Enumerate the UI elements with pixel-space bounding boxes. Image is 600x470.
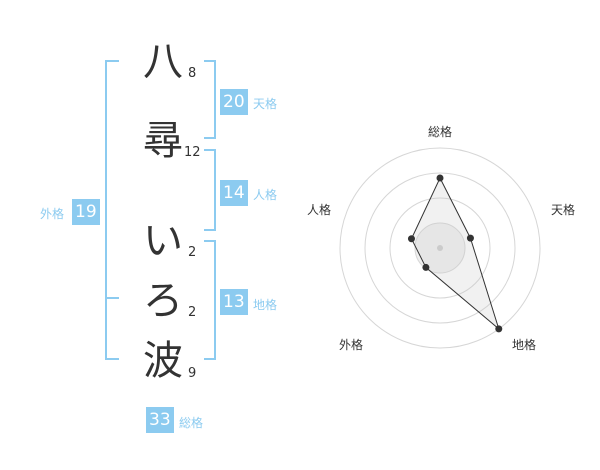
stroke-count-4: 2 [188, 305, 197, 320]
chikaku-label: 地格 [253, 298, 278, 312]
gaikaku-bracket [105, 60, 119, 360]
stroke-count-3: 2 [188, 245, 197, 260]
jinkaku-label: 人格 [253, 188, 278, 202]
chikaku-bracket [204, 240, 216, 360]
stroke-count-2: 12 [184, 145, 201, 160]
gaikaku-bracket-tick [105, 297, 119, 299]
radar-center [437, 245, 443, 251]
chikaku-badge: 13 [220, 289, 248, 315]
tenkaku-badge: 20 [220, 89, 248, 115]
name-char-5: 波 [143, 338, 183, 384]
radar-point-2 [495, 325, 503, 333]
radar-shape [407, 174, 503, 333]
name-char-1: 八 [143, 39, 183, 85]
soukaku-badge: 33 [146, 407, 174, 433]
radar-axis-label-chikaku: 地格 [512, 338, 537, 352]
radar-point-4 [407, 235, 415, 243]
gaikaku-badge: 19 [72, 199, 100, 225]
radar-axis-label-soukaku: 総格 [428, 125, 453, 139]
stroke-count-1: 8 [188, 66, 197, 81]
name-char-2: 尋 [143, 118, 183, 164]
name-char-4: ろ [143, 278, 183, 324]
name-char-3: い [143, 218, 183, 264]
radar-polygon [410, 176, 500, 331]
tenkaku-label: 天格 [253, 97, 278, 111]
radar-ring-3 [364, 172, 516, 324]
jinkaku-bracket [204, 149, 216, 231]
radar-axis-label-jinkaku: 人格 [307, 203, 332, 217]
radar-axis-label-gaikaku: 外格 [339, 338, 364, 352]
radar-point-1 [466, 234, 474, 242]
soukaku-label: 総格 [179, 416, 204, 430]
radar-ring-4 [339, 147, 541, 349]
radar-ring-2 [389, 197, 491, 299]
radar-rings [339, 147, 541, 349]
radar-point-0 [436, 174, 444, 182]
stroke-count-5: 9 [188, 366, 197, 381]
radar-point-3 [422, 263, 430, 271]
jinkaku-badge: 14 [220, 180, 248, 206]
tenkaku-bracket [204, 60, 216, 139]
radar-axis-label-tenkaku: 天格 [551, 203, 576, 217]
gaikaku-label: 外格 [40, 207, 65, 221]
